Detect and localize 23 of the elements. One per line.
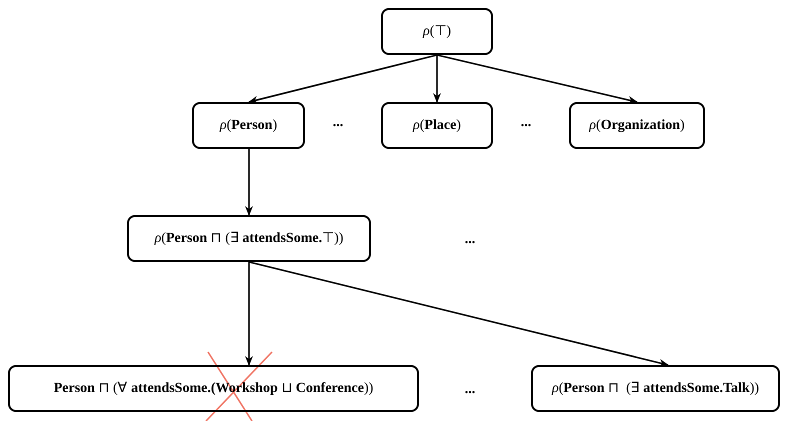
ellipsis: ...: [332, 116, 344, 130]
concept-box: [531, 365, 780, 412]
concept-box: [569, 102, 705, 149]
concept-box: [381, 8, 493, 55]
concept-label: ρ(Person ⊓ (∃ attendsSome.⊤)): [154, 232, 344, 246]
concept-label: ρ(⊤): [422, 24, 452, 38]
concept-label: ρ(Person): [220, 118, 278, 132]
concept-box: [127, 215, 371, 262]
arrow: [245, 262, 253, 366]
concept-box: [381, 102, 493, 149]
concept-box: [192, 102, 305, 149]
arrow: [248, 261, 669, 367]
ellipsis: ...: [520, 116, 532, 130]
ellipsis: ...: [464, 383, 476, 397]
concept-label: ρ(Person ⊓ (∃ attendsSome.Talk)): [552, 382, 760, 396]
arrow: [436, 54, 638, 104]
concept-label: ρ(Place): [413, 118, 461, 132]
concept-label: ρ(Organization): [589, 118, 685, 132]
arrow: [433, 55, 441, 103]
concept-box: [8, 365, 419, 412]
ellipsis: ...: [464, 233, 476, 247]
arrow: [248, 54, 438, 104]
arrow: [245, 149, 253, 216]
